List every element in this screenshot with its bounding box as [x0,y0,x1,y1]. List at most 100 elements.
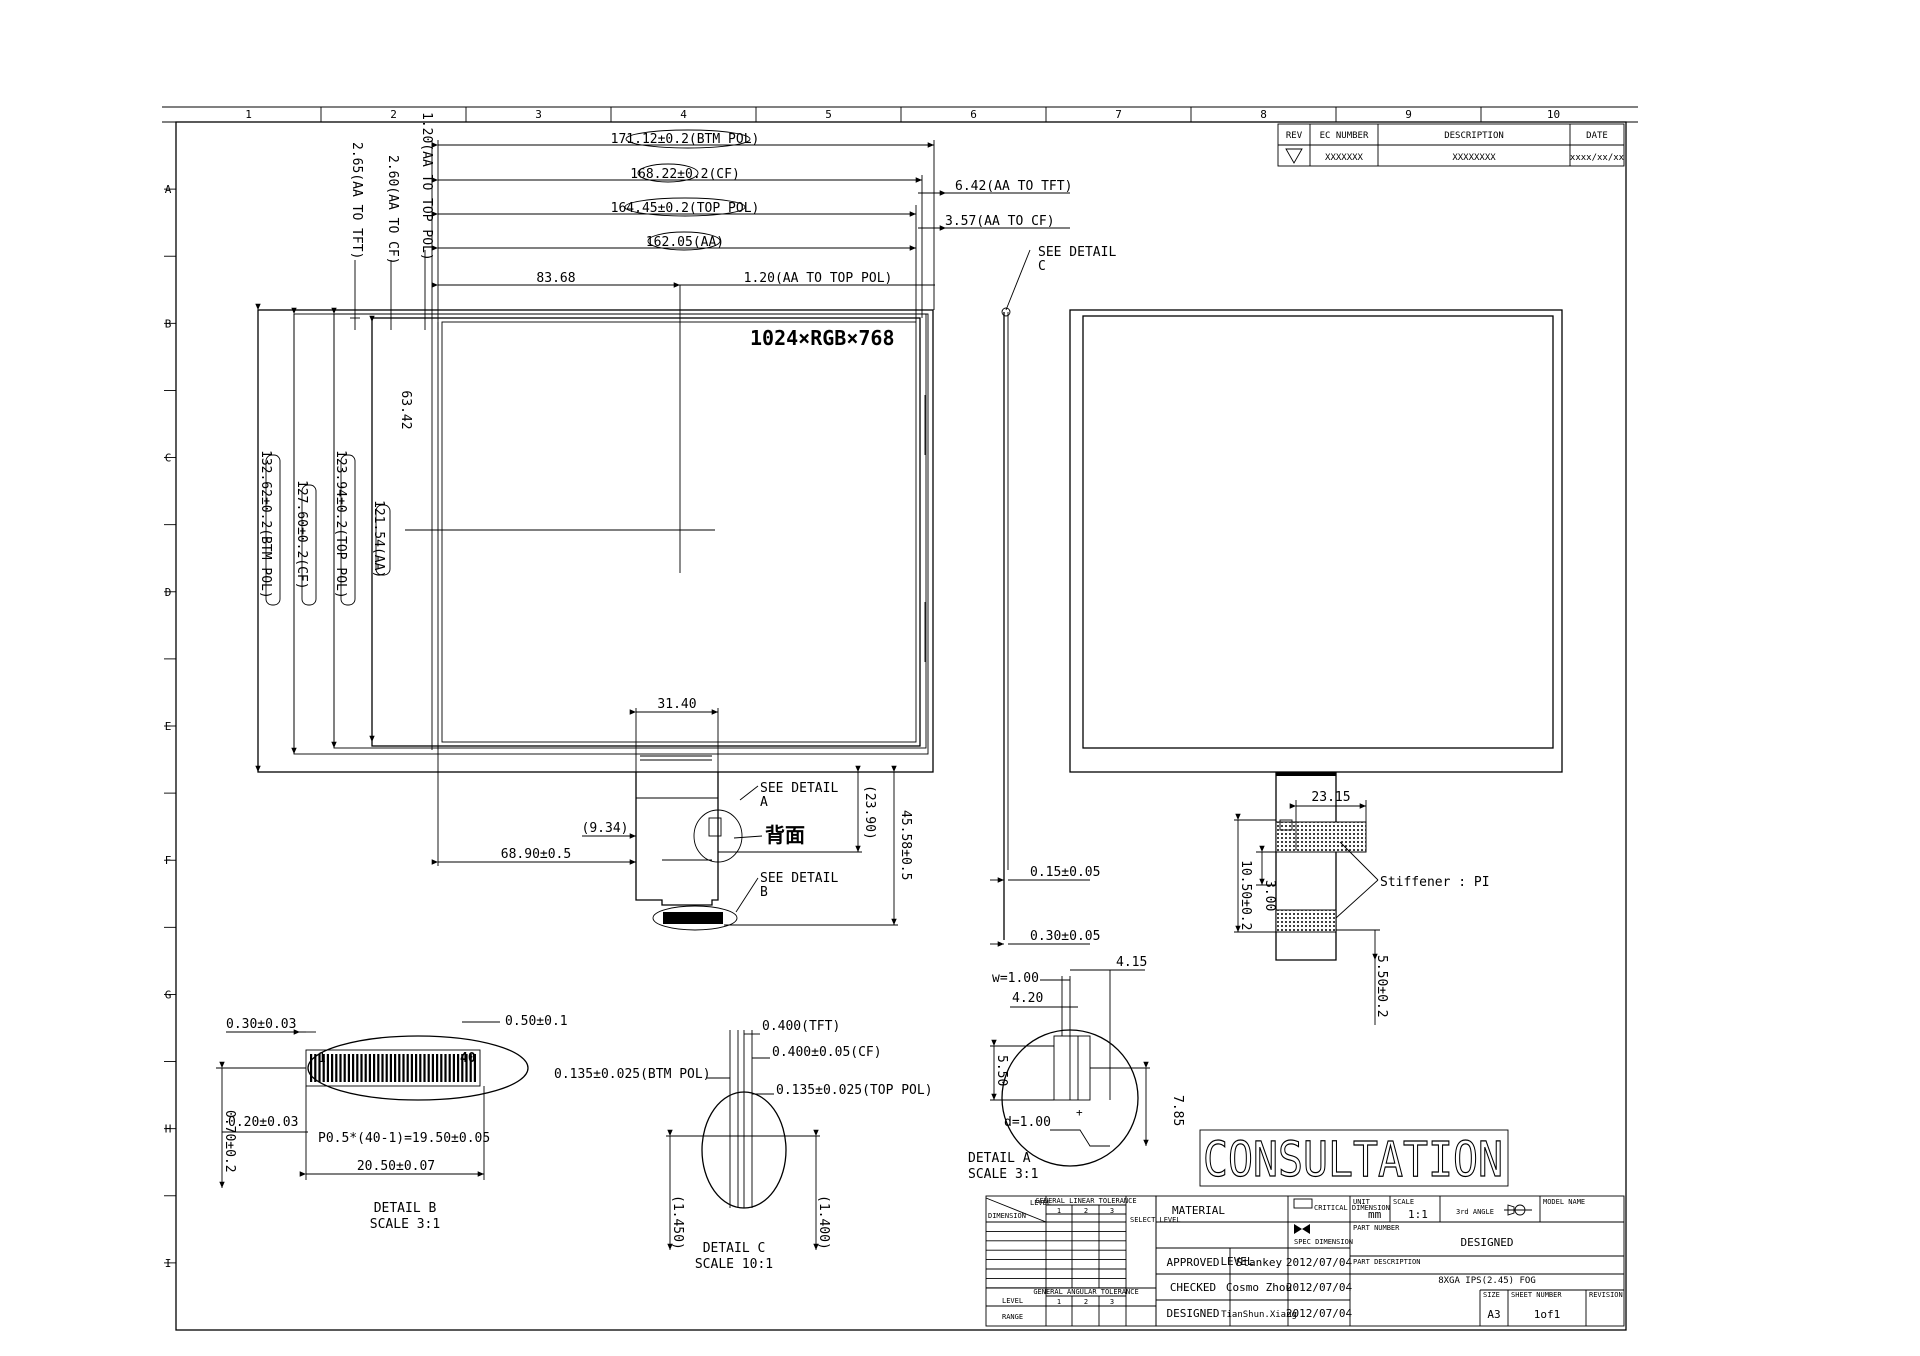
tol-level-row-label: LEVEL [1002,1297,1023,1305]
detail-c-scale: SCALE 10:1 [695,1257,773,1272]
pin-width-label: 0.30±0.03 [226,1017,296,1032]
date-value: xxxx/xx/xx [1570,153,1625,163]
grid-column-label: 2 [390,108,397,121]
part-number-value: DESIGNED [1461,1236,1514,1249]
fpc-height-1-label: (23.90) [862,785,877,840]
front-view: 1024×RGB×768 63.42 171.12±0.2(BTM POL) 1… [255,112,1072,931]
rev-header: REV [1286,131,1303,141]
height-dimensions: 132.62±0.2(BTM POL) 127.60±0.2(CF) 123.9… [255,303,391,772]
half-width-label: 83.68 [536,271,575,286]
grid-column-label: 8 [1260,108,1267,121]
detail-a-width-1-label: 4.20 [1012,991,1043,1006]
fpc-height-2-label: 45.58±0.5 [898,810,913,880]
grid-row-label: A [165,183,172,196]
aa-to-tft-label: 6.42(AA TO TFT) [955,179,1072,194]
cf-width-label: 168.22±0.2(CF) [630,167,740,182]
grid-column-label: 10 [1547,108,1560,121]
level-label: LEVEL [1220,1255,1253,1268]
spec-dimension-label: SPEC DIMENSION [1294,1238,1353,1246]
detail-a-d-label: d=1.00 [1004,1115,1051,1130]
top-pol-thickness-label: 0.135±0.025(TOP POL) [776,1083,933,1098]
ang-level-2: 2 [1084,1298,1088,1306]
aa-to-top-pol-vertical-label: 1.20(AA TO TOP POL) [419,112,434,261]
designed-label: DESIGNED [1167,1307,1220,1320]
aa-to-cf-vertical-label: 2.60(AA TO CF) [385,155,400,265]
tft-thickness-label: 0.400(TFT) [762,1019,840,1034]
grid-row-label: I [165,1257,172,1270]
unit-label: UNIT [1353,1198,1371,1206]
select-level-label: SELECT LEVEL [1130,1216,1181,1224]
detail-a: + w=1.00 4.20 4.15 5.50 7.85 d=1.00 DETA… [968,955,1185,1182]
tol-range-label: RANGE [1002,1313,1023,1321]
approved-label: APPROVED [1167,1256,1220,1269]
side-view: SEE DETAIL C 0.15±0.05 0.30±0.05 [990,245,1116,947]
detail-a-scale: SCALE 3:1 [968,1167,1038,1182]
detail-a-plus-mark: + [1076,1106,1083,1119]
part-description-value: 8XGA IPS(2.45) FOG [1438,1276,1536,1286]
pitch-gap-label: 0.50±0.1 [505,1014,568,1029]
rear-height-3-label: 5.50±0.2 [1374,955,1389,1018]
btm-pol-height-label: 132.62±0.2(BTM POL) [258,450,273,599]
sheet-border [162,106,1638,1331]
grid-row-label: G [165,988,172,1001]
detail-a-height-1-label: 5.50 [994,1055,1009,1086]
consultation-text: CONSULTATION [1203,1132,1503,1188]
scale-label: SCALE [1393,1198,1414,1206]
angular-tolerance-title: GENERAL ANGULAR TOLERANCE [1033,1288,1138,1296]
detail-a-w-label: w=1.00 [992,971,1039,986]
designed-date: 2012/07/04 [1286,1307,1353,1320]
see-detail-a-line1: SEE DETAIL [760,781,838,796]
sheet-number-value: 1of1 [1534,1308,1561,1321]
description-header: DESCRIPTION [1444,131,1504,141]
fpc-front: 31.40 SEE DETAIL A 背面 SEE DETAIL B 68.90… [431,697,913,931]
size-value: A3 [1487,1308,1500,1321]
detail-c-left-label: (1.450) [670,1195,685,1250]
see-detail-b-line2: B [760,885,768,900]
total-width-label: 20.50±0.07 [357,1159,435,1174]
linear-tolerance-title: GENERAL LINEAR TOLERANCE [1035,1197,1136,1205]
side-thickness-2-label: 0.30±0.05 [1030,929,1100,944]
grid-column-label: 6 [970,108,977,121]
detail-a-height-2-label: 7.85 [1170,1095,1185,1126]
detail-a-width-2-label: 4.15 [1116,955,1147,970]
ang-level-3: 3 [1110,1298,1114,1306]
grid-column-label: 5 [825,108,832,121]
grid-row-label: H [165,1123,172,1136]
revision-block: REV EC NUMBER DESCRIPTION DATE XXXXXXX X… [1277,123,1625,167]
tol-level-1: 1 [1057,1207,1061,1215]
material-label: MATERIAL [1172,1204,1225,1217]
part-description-label: PART DESCRIPTION [1353,1258,1420,1266]
detail-a-title: DETAIL A [968,1151,1031,1166]
detail-c-title: DETAIL C [703,1241,766,1256]
stiffener-top [1275,821,1367,853]
grid-column-label: 7 [1115,108,1122,121]
grid-column-label: 3 [535,108,542,121]
checked-label: CHECKED [1170,1281,1216,1294]
checked-date: 2012/07/04 [1286,1281,1353,1294]
size-label: SIZE [1483,1291,1500,1299]
tol-level-2: 2 [1084,1207,1088,1215]
grid-row-label: E [165,720,172,733]
detail-b: 1 40 0.30±0.03 0.50±0.1 0.70±0.2 0.20±0.… [216,1014,568,1232]
detail-a-callout [693,809,743,863]
projection-symbol-icon [1504,1204,1532,1216]
tolerance-block: GENERAL LINEAR TOLERANCE LEVEL DIMENSION… [985,1195,1181,1327]
rear-height-1-label: 10.50±0.2 [1238,860,1253,930]
width-dimensions: 171.12±0.2(BTM POL) 168.22±0.2(CF) 164.4… [431,129,935,330]
ec-number-header: EC NUMBER [1320,131,1369,141]
detail-b-callout [652,905,738,931]
pin-pitch-label: P0.5*(40-1)=19.50±0.05 [318,1131,490,1146]
ang-level-1: 1 [1057,1298,1061,1306]
grid-column-label: 9 [1405,108,1412,121]
unit-value: mm [1368,1208,1382,1221]
cf-outline [293,313,929,755]
top-pol-outline [333,313,927,749]
see-detail-c-line2: C [1038,259,1046,274]
btm-pol-thickness-label: 0.135±0.025(BTM POL) [554,1067,711,1082]
right-small-dimensions: 6.42(AA TO TFT) 3.57(AA TO CF) [918,179,1072,231]
top-pol-height-label: 123.94±0.2(TOP POL) [333,450,348,599]
tol-level-header: LEVEL [1030,1199,1051,1207]
top-pol-width-label: 164.45±0.2(TOP POL) [611,201,760,216]
see-detail-b-line1: SEE DETAIL [760,871,838,886]
